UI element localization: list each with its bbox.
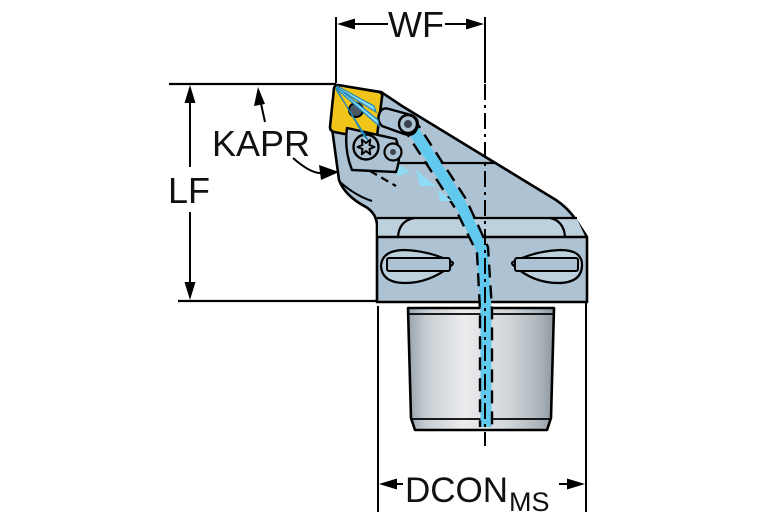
kapr-arrow-right [319,165,339,180]
lf-arrow-down [184,282,196,300]
flange-slot-right-band [514,257,579,272]
dcon-subscript-label: MS [509,487,550,517]
wf-dimension [335,17,486,83]
dcon-arrow-right [567,478,585,490]
wf-label: WF [388,4,444,45]
wf-arrow-right [466,18,484,30]
neck-left-arc [396,216,415,238]
neck-right-arc [549,216,567,238]
coolant-splash [438,190,452,201]
coolant-splash [416,170,436,186]
coolant-channel-hidden-edge-left [400,125,482,427]
lf-arrow-up [184,85,196,103]
clamp-screw-center [390,149,396,155]
lf-label: LF [168,170,210,211]
coolant-passage-hidden-line [369,170,397,187]
torx-star-icon [356,138,376,156]
flange-slot-left-band [386,257,451,272]
torx-screw [352,133,380,161]
dcon-dimension [377,303,587,512]
kapr-arrow-up [254,87,265,106]
pocket-curve-line [339,181,373,202]
clamp-pivot-center [404,120,412,128]
dcon-label: DCON [405,471,508,510]
coolant-jet [335,87,369,141]
coolant-jet [335,85,380,128]
neck-top-face [378,219,585,236]
dcon-arrow-left [379,478,397,490]
wf-arrow-left [337,18,355,30]
kapr-label: KAPR [212,123,310,164]
coolant-channel-hidden-edge-right [411,116,494,427]
